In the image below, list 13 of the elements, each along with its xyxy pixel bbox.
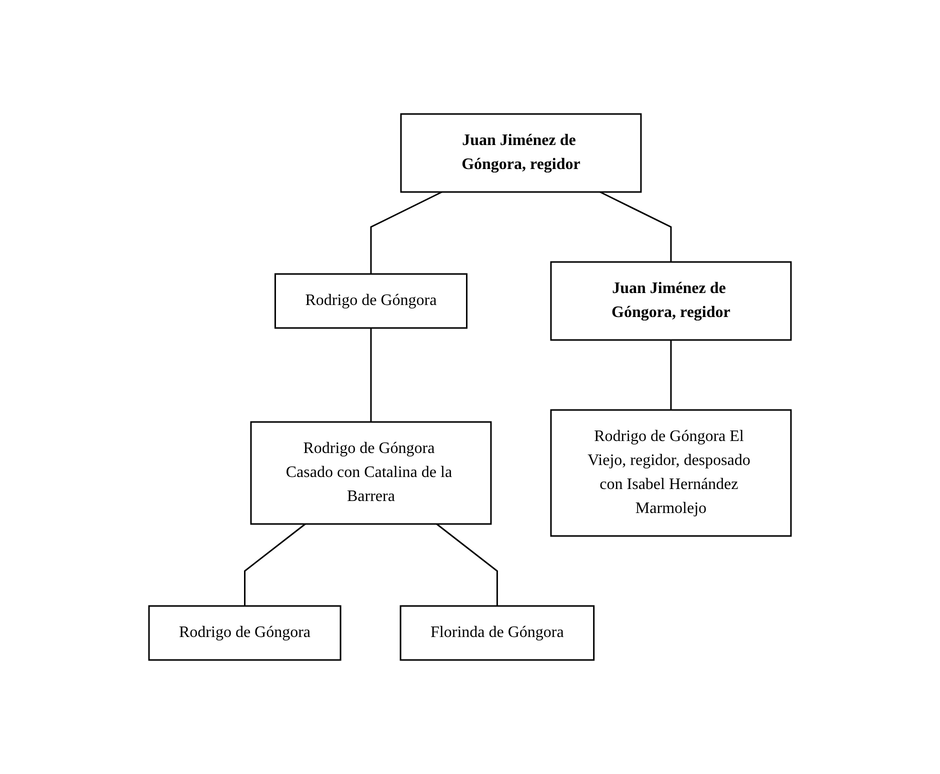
node-box: Juan Jiménez de Góngora, regidor: [550, 261, 792, 341]
connector: [600, 191, 672, 262]
connector: [370, 328, 372, 422]
connector: [244, 523, 306, 606]
connector: [670, 340, 672, 410]
node-box: Rodrigo de Góngora: [274, 273, 468, 329]
node-box: Rodrigo de Góngora: [148, 605, 342, 661]
connector: [370, 191, 442, 274]
node-box: Rodrigo de Góngora Casado con Catalina de la Barrera: [250, 421, 492, 525]
node-box: Florinda de Góngora: [400, 605, 595, 661]
connector: [436, 523, 498, 606]
node-box: Rodrigo de Góngora El Viejo, regidor, desposado con Isabel Hernández Marmolejo: [550, 409, 792, 537]
node-box: Juan Jiménez de Góngora, regidor: [400, 113, 642, 193]
